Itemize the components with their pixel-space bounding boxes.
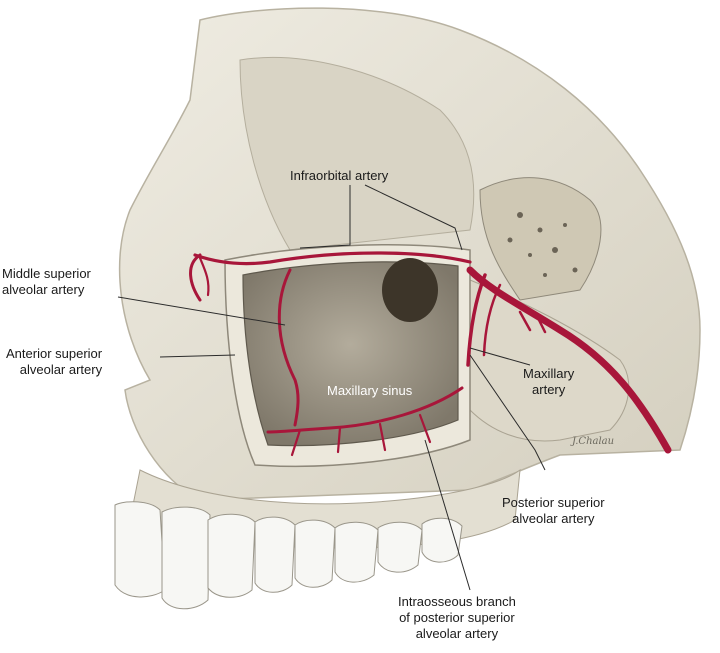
arteries	[189, 251, 672, 457]
leader-anterior-superior	[159, 354, 236, 358]
artist-signature: J.Chalau	[572, 436, 615, 447]
label-anterior-superior-alveolar-artery: Anterior superior alveolar artery	[6, 346, 103, 377]
label-maxillary-artery: Maxillary artery	[523, 366, 575, 397]
label-infraorbital-artery: Infraorbital artery	[290, 168, 389, 183]
label-posterior-superior-alveolar-artery: Posterior superior alveolar artery	[502, 495, 605, 526]
leader-posterior-superior	[469, 354, 546, 471]
label-middle-superior-alveolar-artery: Middle superior alveolar artery	[2, 266, 91, 297]
orbit-floor	[239, 57, 475, 251]
sinus-ostium	[382, 258, 438, 322]
leader-middle-superior	[117, 296, 286, 326]
label-intraosseous-branch: Intraosseous branch of posterior superio…	[398, 594, 516, 641]
spongy-texture	[507, 212, 578, 277]
leader-intraosseous	[424, 439, 471, 591]
leader-infraorbital	[299, 185, 351, 249]
label-maxillary-sinus: Maxillary sinus	[327, 383, 413, 398]
leader-maxillary-artery	[469, 347, 531, 366]
zygomatic-bone	[479, 177, 602, 301]
leader-infraorbital-2	[364, 184, 463, 251]
leader-lines	[117, 184, 546, 591]
